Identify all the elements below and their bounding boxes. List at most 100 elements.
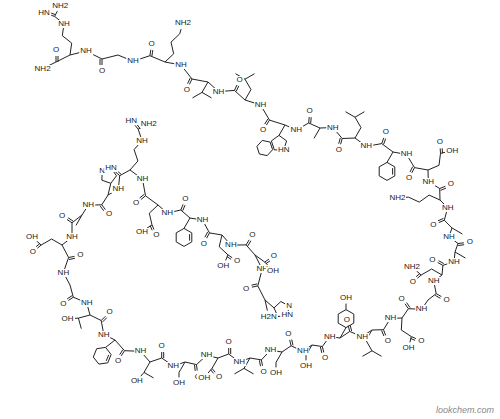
bond-line [62, 36, 71, 43]
bond-line [455, 244, 458, 253]
atom-label: O [436, 138, 444, 146]
atom-label: N [285, 302, 293, 310]
bond-line [458, 242, 464, 244]
bond-line [191, 233, 192, 242]
bond-line [70, 43, 72, 55]
bond-line [235, 368, 245, 374]
bond-line [236, 86, 239, 91]
atom-label: O [114, 357, 122, 365]
atom-label: O [466, 238, 474, 246]
bond-line [279, 125, 285, 135]
bond-line [312, 345, 322, 347]
bond-line [150, 358, 162, 362]
atom-label: O [248, 231, 256, 239]
bond-line [411, 337, 416, 339]
bond-line [363, 351, 373, 357]
bond-line [408, 197, 419, 202]
atom-label: O [343, 316, 351, 324]
bond-line [111, 176, 117, 184]
bond-line [265, 119, 268, 124]
atom-label: O [105, 210, 113, 218]
atom-label: NH2 [51, 2, 69, 10]
atom-label: O [98, 67, 106, 75]
bond-line [102, 195, 108, 205]
bond-line [340, 328, 346, 338]
bond-line [234, 90, 245, 100]
bond-line [259, 360, 260, 366]
bond-line [429, 195, 440, 200]
bond-line [68, 218, 73, 221]
bond-line [402, 309, 408, 318]
atom-label: NH2 [140, 120, 158, 128]
bond-line [149, 50, 151, 56]
bond-line [171, 42, 174, 54]
bond-line [439, 189, 440, 201]
bond-line [202, 82, 208, 92]
atom-label: O [183, 86, 191, 94]
bond-line [440, 148, 441, 153]
atom-label: NH [415, 305, 429, 313]
bond-line [320, 347, 321, 353]
bond-line [379, 162, 387, 167]
bond-line [149, 213, 152, 225]
atom-label: NH [254, 101, 268, 109]
atom-label: NH [296, 347, 310, 355]
bond-line [282, 346, 291, 352]
bond-line [56, 55, 70, 62]
bond-line [439, 261, 444, 264]
atom-label: NH [233, 358, 247, 366]
atom-label: HN [125, 117, 139, 125]
bond-line [100, 59, 101, 65]
bond-line [183, 205, 185, 211]
bond-line [306, 355, 307, 360]
bond-line [188, 78, 191, 84]
bond-line [130, 161, 138, 170]
bond-line [353, 314, 354, 323]
bond-line [439, 153, 441, 165]
atom-label: NH [427, 277, 441, 285]
bond-line [387, 162, 395, 167]
atom-label: NH [442, 233, 456, 241]
bond-line [52, 239, 62, 245]
atom-label: NH [290, 126, 304, 134]
atom-label: OH [402, 344, 416, 352]
bond-line [194, 365, 196, 371]
bond-line [205, 232, 208, 237]
bond-line [292, 340, 293, 346]
atom-label: NH [57, 269, 71, 277]
bond-line [265, 300, 274, 308]
atom-label: O [428, 256, 436, 264]
bond-line [99, 363, 108, 364]
bond-line [134, 150, 138, 161]
atom-label: O [259, 368, 267, 376]
atom-label: O [442, 296, 450, 304]
bond-line [193, 92, 203, 98]
bond-line [62, 245, 69, 258]
bond-line [120, 350, 123, 355]
bond-line [310, 117, 312, 123]
atom-label: NH [160, 209, 174, 217]
bond-line [382, 331, 384, 337]
atom-label: O [59, 300, 67, 308]
bond-line [271, 135, 279, 141]
bond-line [415, 168, 429, 170]
bond-line [102, 55, 118, 59]
atom-label: O [58, 212, 66, 220]
bond-line [165, 54, 174, 62]
bond-line [176, 242, 184, 247]
bond-line [379, 176, 387, 181]
bond-line [270, 142, 273, 150]
bond-line [100, 206, 104, 211]
atom-label: OH [135, 228, 149, 236]
bond-line [163, 352, 164, 358]
bond-line [171, 34, 180, 42]
atom-label: NH [400, 150, 414, 158]
atom-label: H2N [260, 313, 278, 321]
bond-line [270, 120, 286, 125]
atom-label: OH [266, 267, 280, 275]
atom-label: O [148, 40, 156, 48]
atom-label: OH [172, 379, 186, 387]
bond-line [258, 286, 265, 300]
atom-label: HN [37, 9, 51, 17]
